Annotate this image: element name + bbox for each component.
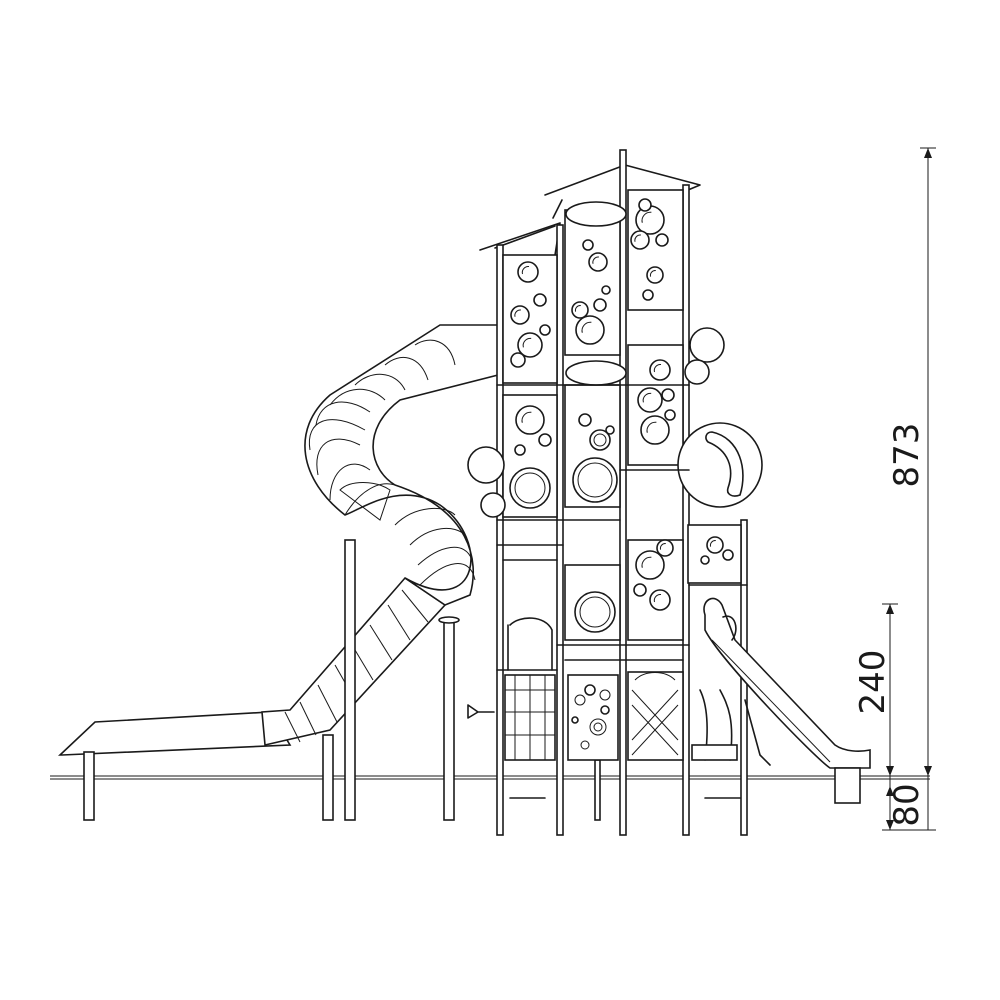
bubble-shape bbox=[700, 555, 710, 565]
bubble-decorations bbox=[510, 198, 734, 724]
bubble-shape bbox=[664, 409, 676, 421]
bubble-shape bbox=[517, 332, 543, 358]
foundation-depth-label: 80 bbox=[887, 783, 927, 826]
bubble-highlight bbox=[581, 321, 592, 333]
bubble-shape bbox=[640, 415, 670, 445]
bubble-shape bbox=[600, 705, 610, 715]
bubble-shape bbox=[655, 233, 669, 247]
rope-ladder bbox=[504, 674, 556, 761]
straight-slide bbox=[703, 597, 871, 804]
bubble-shape bbox=[538, 433, 552, 447]
activity-panel bbox=[574, 689, 611, 750]
bubble-shape bbox=[649, 589, 671, 611]
deck-platforms bbox=[496, 384, 748, 671]
tower-panels bbox=[502, 189, 742, 761]
bubble-shape bbox=[722, 549, 734, 561]
bubble-shape bbox=[656, 539, 674, 557]
bubble-highlight bbox=[592, 256, 599, 264]
bubble-highlight bbox=[634, 234, 641, 242]
bubble-highlight bbox=[653, 363, 662, 373]
bubble-shape bbox=[635, 205, 665, 235]
net-panel bbox=[627, 671, 684, 761]
bubble-shape bbox=[593, 298, 607, 312]
bubble-highlight bbox=[521, 411, 532, 423]
bubble-shape bbox=[517, 261, 539, 283]
porthole-windows bbox=[509, 201, 627, 633]
bubble-shape bbox=[571, 716, 579, 724]
bubble-highlight bbox=[641, 556, 652, 568]
bubble-highlight bbox=[642, 392, 652, 403]
bubble-shape bbox=[633, 583, 647, 597]
lower-climbers bbox=[507, 617, 771, 766]
bubble-shape bbox=[578, 413, 592, 427]
bubble-shape bbox=[601, 285, 611, 295]
bubble-shape bbox=[661, 388, 675, 402]
dimension-lines bbox=[882, 147, 936, 831]
total-height-label: 873 bbox=[887, 423, 927, 488]
bubble-shape bbox=[510, 305, 530, 325]
bubble-highlight bbox=[522, 337, 532, 348]
platform-height-label: 240 bbox=[853, 650, 893, 715]
bubble-shape bbox=[575, 315, 605, 345]
bubble-shape bbox=[635, 550, 665, 580]
bubble-highlight bbox=[659, 543, 666, 550]
slide-support-posts bbox=[83, 539, 460, 821]
bubble-shape bbox=[588, 252, 608, 272]
foot-bars bbox=[467, 704, 741, 799]
bubble-highlight bbox=[641, 211, 652, 223]
bubble-shape bbox=[584, 684, 596, 696]
bubble-highlight bbox=[521, 265, 530, 275]
bubble-shape bbox=[638, 198, 652, 212]
bubble-highlight bbox=[653, 593, 662, 603]
bubble-shape bbox=[637, 387, 663, 413]
bubble-shape bbox=[510, 352, 526, 368]
bubble-highlight bbox=[514, 309, 521, 317]
bubble-shape bbox=[582, 239, 594, 251]
bubble-shape bbox=[706, 536, 724, 554]
bubble-shape bbox=[539, 324, 551, 336]
ground-line bbox=[50, 775, 930, 780]
bubble-highlight bbox=[646, 421, 657, 433]
bubble-shape bbox=[533, 293, 547, 307]
bubble-highlight bbox=[574, 305, 581, 312]
bubble-shape bbox=[571, 301, 589, 319]
bubble-shape bbox=[646, 266, 664, 284]
bubble-shape bbox=[515, 405, 545, 435]
bubble-shape bbox=[605, 425, 615, 435]
bubble-shape bbox=[630, 230, 650, 250]
bubble-shape bbox=[642, 289, 654, 301]
bubble-shape bbox=[649, 359, 671, 381]
bubble-highlight bbox=[709, 540, 716, 547]
side-climbing-balls bbox=[467, 327, 763, 518]
tube-slide bbox=[57, 324, 499, 756]
bubble-highlight bbox=[649, 270, 656, 277]
bubble-shape bbox=[514, 444, 526, 456]
